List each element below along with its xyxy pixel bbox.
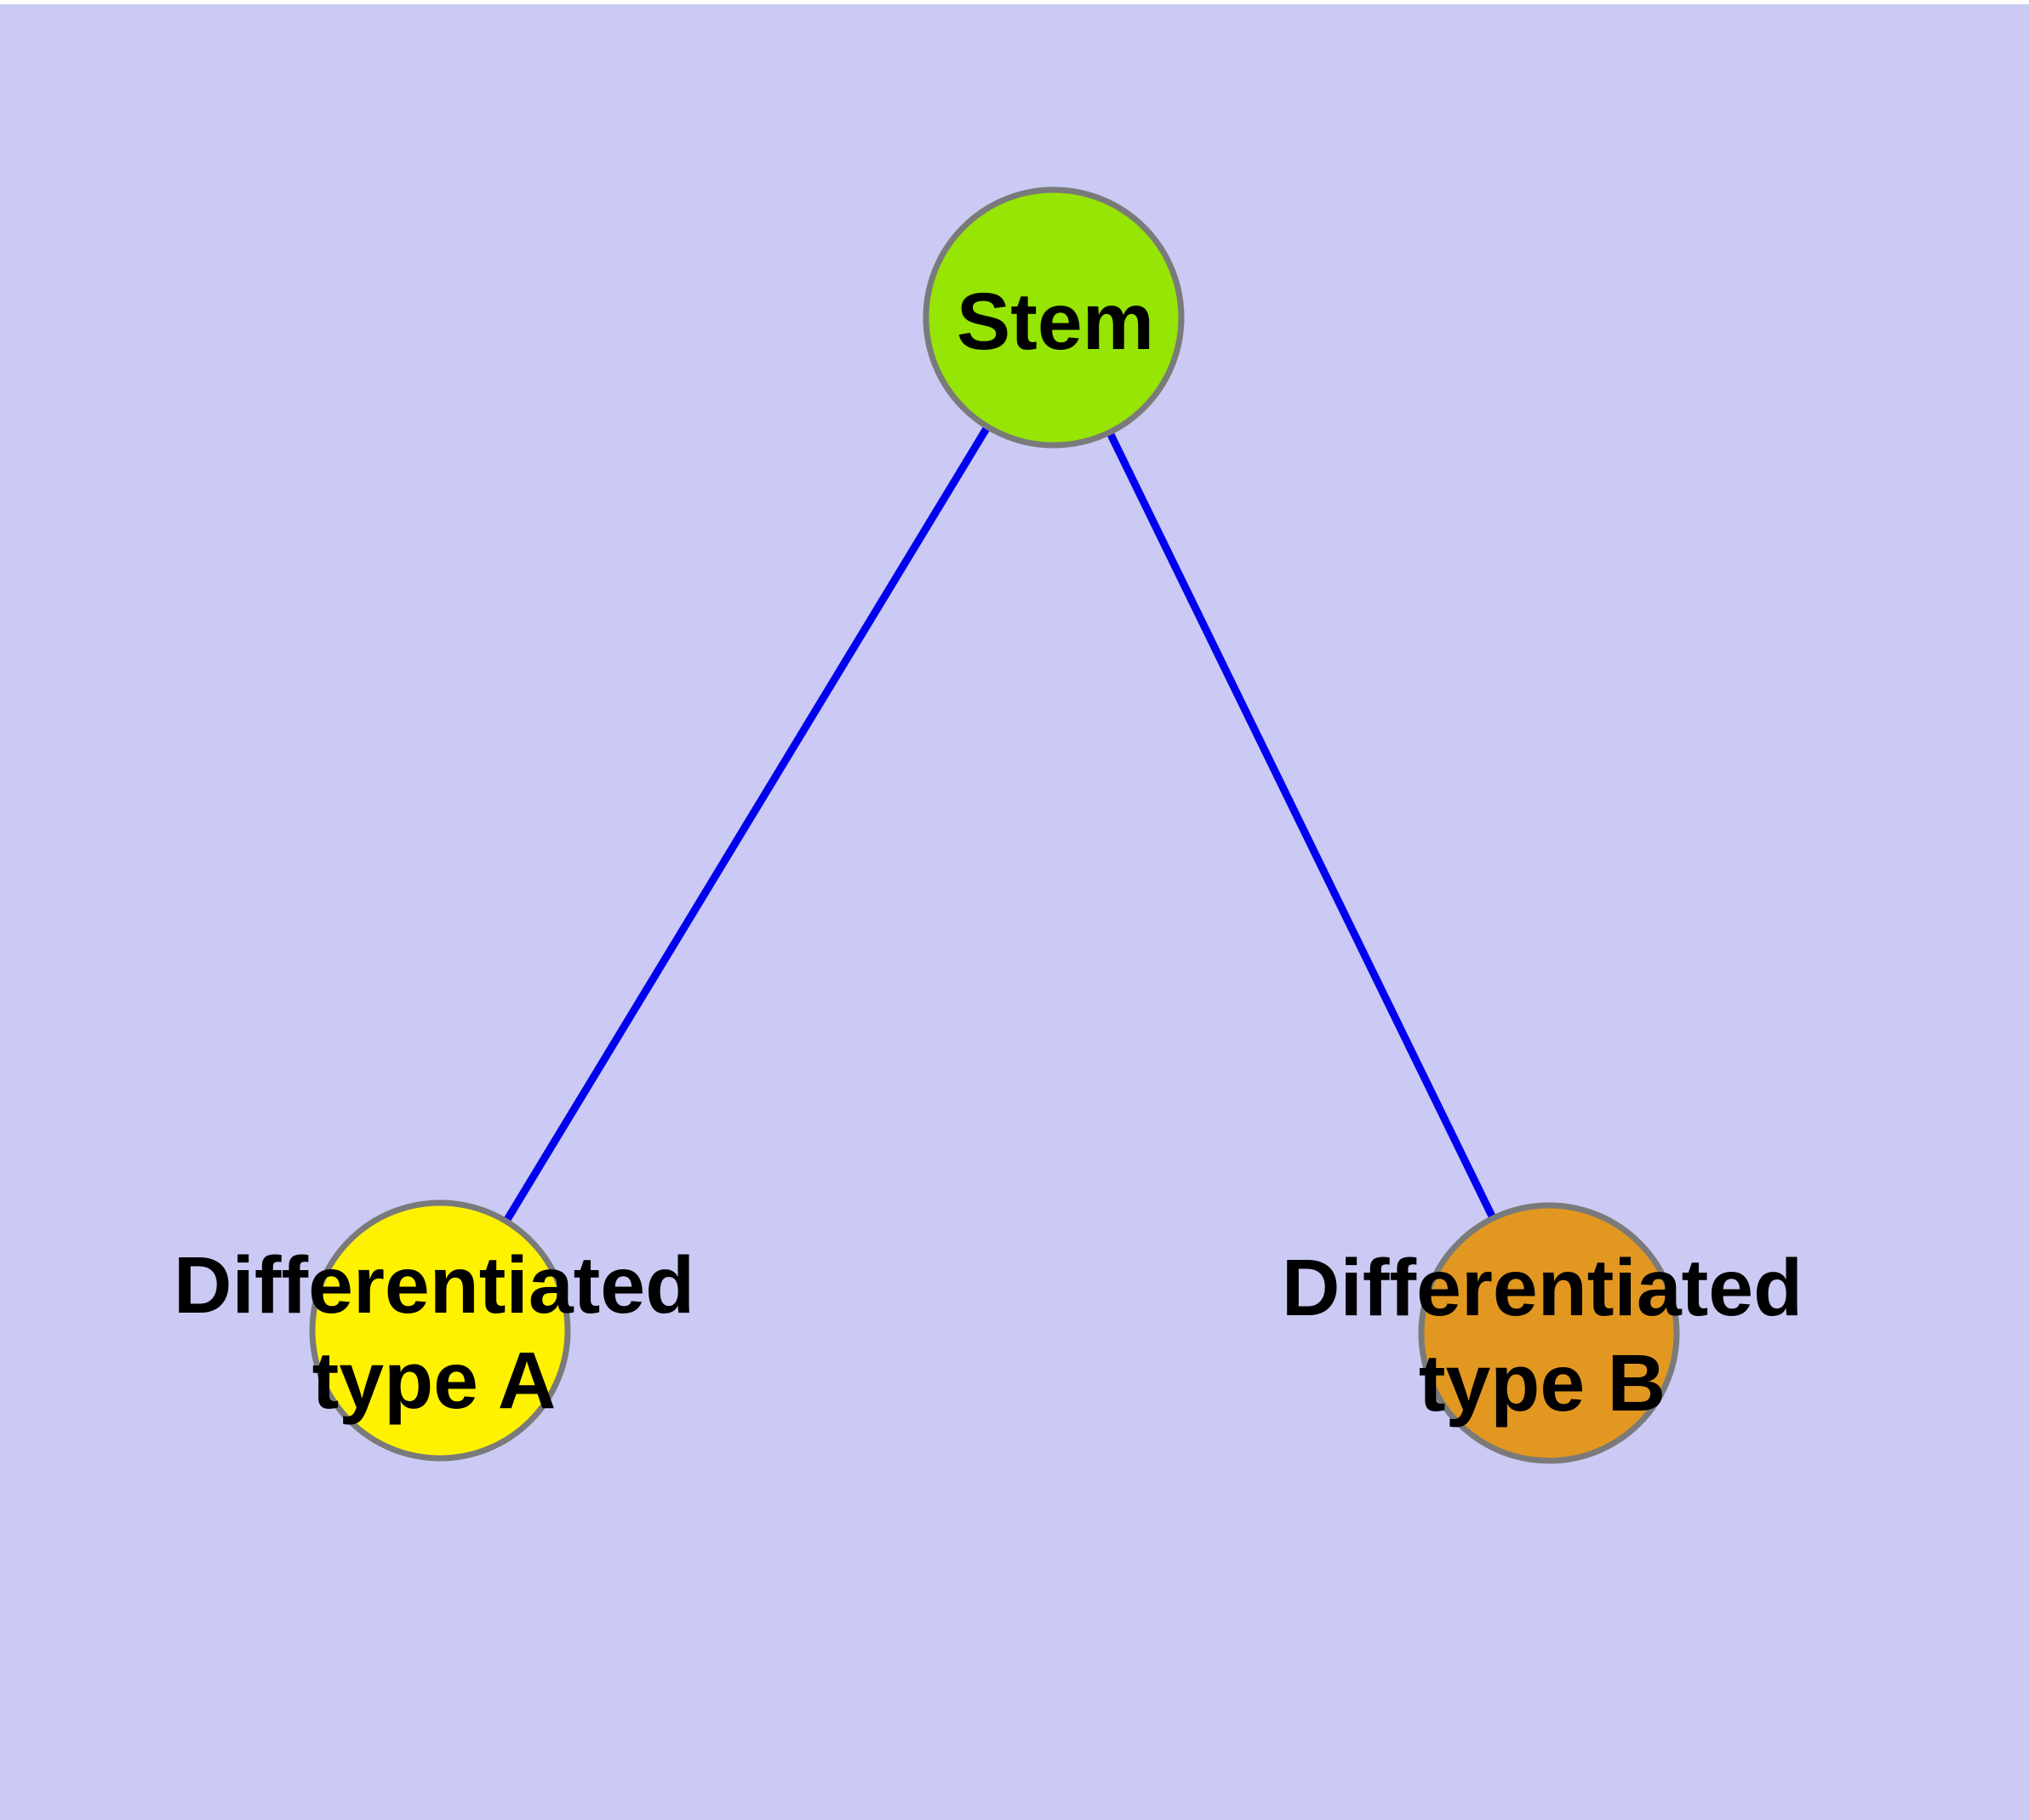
node-differentiated-type-a[interactable]	[309, 1199, 571, 1462]
node-type-a-label-line2: type A	[311, 1336, 557, 1426]
node-stem-circle[interactable]	[923, 186, 1185, 449]
node-type-b-label-line1: Differentiated	[1281, 1243, 1803, 1333]
edge-stem-to-type-b[interactable]	[1049, 316, 1553, 1335]
window-top-edge	[0, 0, 2029, 4]
node-type-b-circle[interactable]	[1418, 1202, 1680, 1464]
node-type-a-circle[interactable]	[309, 1199, 571, 1462]
edge-stem-to-type-a[interactable]	[437, 315, 1057, 1333]
node-stem-label: Stem	[956, 277, 1155, 367]
node-type-b-label-line2: type B	[1418, 1338, 1666, 1428]
node-type-a-label-line1: Differentiated	[173, 1240, 695, 1331]
node-type-b-label: Differentiated type B	[1282, 1240, 1803, 1431]
node-stem[interactable]	[923, 186, 1185, 449]
node-differentiated-type-b[interactable]	[1418, 1202, 1680, 1464]
node-type-a-label: Differentiated type A	[174, 1238, 694, 1428]
